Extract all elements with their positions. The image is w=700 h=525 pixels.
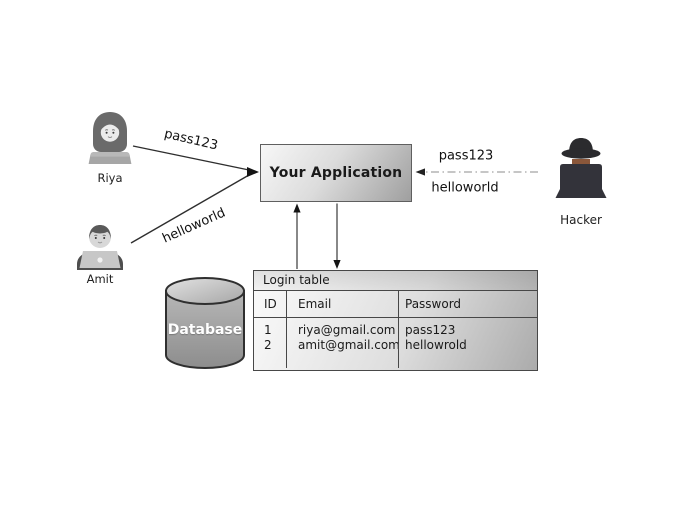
application-box: Your Application (260, 144, 412, 202)
column-header-id: ID (264, 297, 277, 311)
riya-to-app-arrow-line (132, 145, 250, 171)
hacker-intercepted-helloworld-label: helloworld (431, 180, 499, 196)
database-label: Database (167, 322, 243, 338)
app-left-arrowhead-icon (247, 167, 259, 177)
row1-email: riya@gmail.com (298, 323, 396, 337)
up-arrowhead-icon (293, 203, 301, 213)
id-column-cells: 1 2 (254, 323, 286, 353)
down-arrowhead-icon (333, 260, 341, 269)
login-table-body: 1 2 riya@gmail.com amit@gmail.com pass12… (254, 318, 537, 353)
login-table-header-row: ID Email Password (254, 291, 537, 318)
riya-woman-technologist-icon (88, 112, 132, 164)
app-right-arrowhead-icon (415, 168, 425, 176)
column-header-email: Email (298, 297, 332, 311)
application-box-label: Your Application (269, 165, 403, 181)
row1-password: pass123 (405, 323, 456, 337)
row1-id: 1 (264, 323, 272, 337)
database-cylinder-icon (165, 277, 245, 369)
column-header-password: Password (405, 297, 462, 311)
amit-label: Amit (86, 272, 114, 286)
email-column-cells: riya@gmail.com amit@gmail.com (286, 323, 400, 353)
password-column-cells: pass123 hellowrold (398, 323, 537, 353)
amit-man-technologist-icon (77, 225, 123, 270)
login-table-title: Login table (254, 271, 537, 291)
row2-password: hellowrold (405, 338, 467, 352)
hacker-label: Hacker (560, 213, 602, 227)
row2-email: amit@gmail.com (298, 338, 400, 352)
table-divider-id-email (286, 291, 288, 368)
riya-label: Riya (97, 171, 123, 185)
login-table: Login table ID Email Password 1 2 riya@g… (253, 270, 538, 371)
hacker-fedora-laptop-icon (555, 138, 607, 198)
hacker-intercepted-pass123-label: pass123 (438, 148, 494, 164)
row2-id: 2 (264, 338, 272, 352)
riya-password-arrow-label: pass123 (162, 126, 220, 154)
amit-password-arrow-label: helloworld (160, 205, 228, 247)
table-divider-email-password (398, 291, 400, 368)
